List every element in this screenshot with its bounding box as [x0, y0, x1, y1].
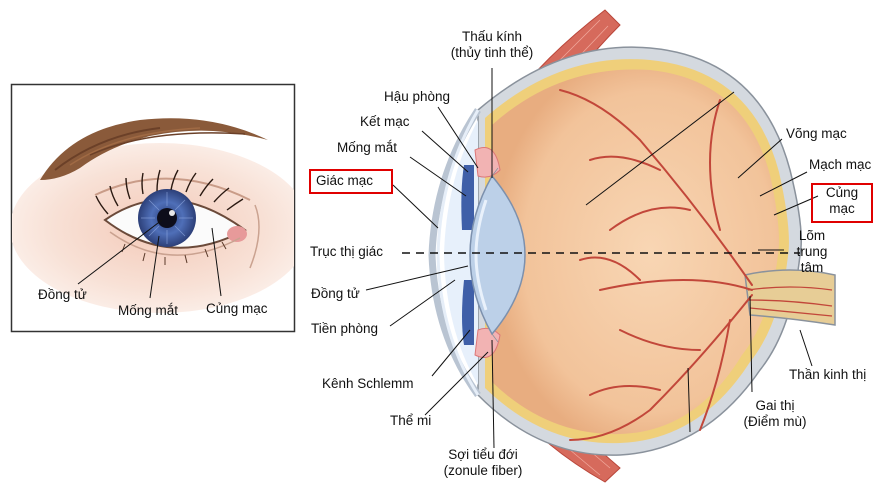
cornea — [428, 108, 481, 398]
label-optic-nerve: Thần kinh thị — [789, 367, 867, 382]
label-fovea: Lõm trung tâm — [786, 228, 838, 276]
front-label-sclera: Củng mạc — [206, 301, 268, 316]
label-sclera-line2: mạc — [829, 201, 855, 216]
optic-nerve — [744, 269, 836, 326]
ciliary-body-bottom — [474, 327, 501, 358]
ciliary-body-top — [474, 147, 501, 178]
label-visual-axis: Trục thị giác — [310, 244, 384, 259]
label-optic-disc: Gai thị (Điểm mù) — [722, 398, 828, 430]
label-zonule-line2: (zonule fiber) — [443, 463, 523, 478]
caruncle — [227, 226, 247, 242]
label-optic-disc-line2: (Điểm mù) — [743, 414, 807, 429]
iris-pointer-line-cs — [409, 156, 467, 197]
front-label-pupil: Đồng tử — [38, 287, 87, 302]
retina-pointer-line — [737, 138, 783, 179]
optic-disc-pointer-line — [749, 295, 753, 393]
label-sclera-cs: Củng mạc — [813, 185, 871, 217]
choroid-pointer-line — [759, 171, 808, 197]
vitreous-body — [492, 69, 779, 435]
front-label-iris: Mống mắt — [118, 303, 179, 318]
label-zonule: Sợi tiểu đới (zonule fiber) — [428, 447, 538, 479]
zonule-pointer-line — [491, 339, 495, 449]
label-zonule-line1: Sợi tiểu đới — [448, 447, 518, 462]
label-lens-line1: Thấu kính — [461, 29, 523, 44]
label-retina: Võng mạc — [786, 126, 847, 141]
pupil-pointer-line — [77, 219, 163, 285]
label-lens: Thấu kính (thủy tinh thể) — [440, 29, 544, 61]
label-fovea-line3: tâm — [800, 260, 824, 275]
cornea-highlight-box — [309, 169, 393, 194]
label-anterior-chamber: Tiền phòng — [311, 321, 379, 336]
label-choroid: Mạch mạc — [809, 157, 872, 172]
anterior-chamber-pointer-line — [389, 279, 456, 327]
sclera-pointer-line — [211, 227, 222, 297]
retinal-vessels — [559, 89, 753, 441]
label-posterior-chamber: Hậu phòng — [384, 89, 451, 104]
label-iris-cs: Mống mắt — [337, 140, 398, 155]
label-cornea: Giác mạc — [316, 173, 374, 188]
vitreous-pointer-line — [585, 91, 735, 206]
label-fovea-line1: Lõm — [798, 228, 826, 243]
label-lens-line2: (thủy tinh thể) — [450, 45, 534, 60]
posterior-chamber-pointer-line — [437, 106, 479, 169]
sclera-highlight-box — [811, 183, 873, 223]
label-ciliary-body: Thể mi — [390, 413, 432, 428]
pupil-pointer-line-cs — [365, 265, 469, 291]
label-schlemm: Kênh Schlemm — [322, 376, 414, 391]
label-fovea-line2: trung — [796, 244, 828, 259]
label-optic-disc-line1: Gai thị — [755, 398, 795, 413]
conjunctiva-pointer-line — [421, 130, 469, 173]
schlemm-pointer-line — [431, 329, 471, 377]
label-conjunctiva: Kết mạc — [360, 114, 410, 129]
iris-pointer-line — [149, 235, 160, 299]
label-sclera-line1: Củng — [825, 185, 859, 200]
optic-nerve-pointer-line — [799, 329, 813, 367]
ciliary-pointer-line — [424, 351, 489, 416]
sclera-pointer-line-cs — [773, 195, 819, 216]
label-pupil-cs: Đồng tử — [311, 286, 360, 301]
cornea-pointer-line — [392, 184, 439, 229]
cross-iris — [461, 165, 474, 230]
eyebrow — [40, 118, 268, 180]
